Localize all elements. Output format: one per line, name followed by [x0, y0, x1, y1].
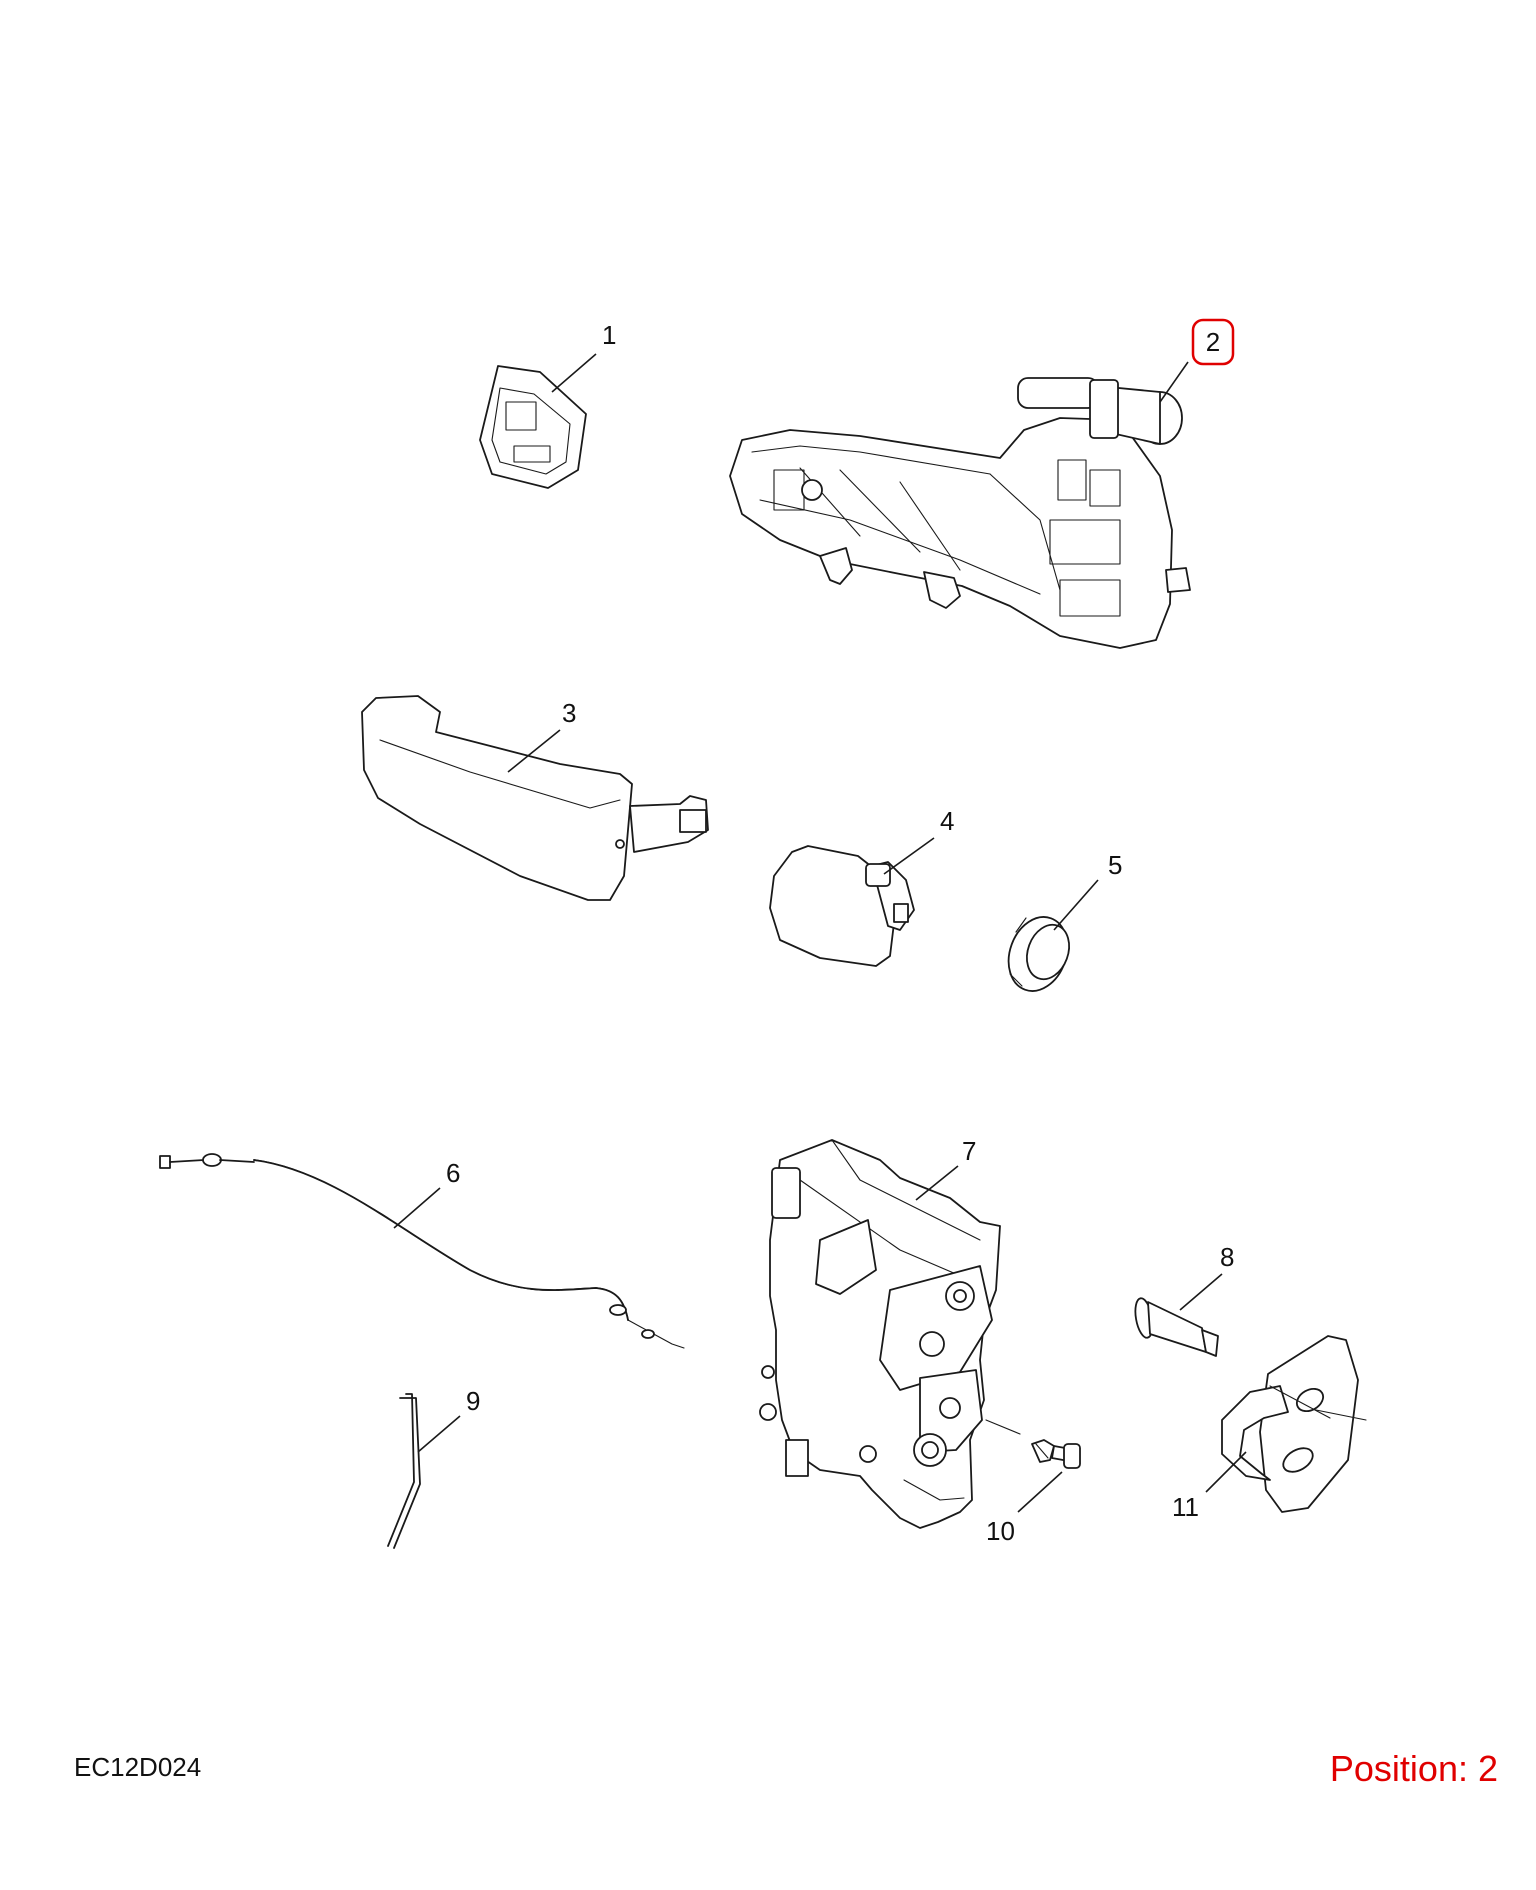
leader-line-7 [915, 1165, 959, 1201]
callout-7[interactable]: 7 [962, 1136, 976, 1166]
position-label: Position: 2 [1329, 1748, 1498, 1789]
callout-9[interactable]: 9 [466, 1386, 480, 1416]
leader-line-2 [1159, 361, 1189, 403]
figure-code: EC12D024 [74, 1752, 202, 1782]
leader-line-3 [507, 729, 561, 773]
part-10-bolt[interactable] [1031, 1439, 1081, 1469]
callout-1[interactable]: 1 [602, 320, 616, 350]
part-7-door-latch[interactable] [759, 1139, 1021, 1529]
part-5-grommet[interactable] [999, 909, 1078, 1000]
callout-6[interactable]: 6 [446, 1158, 460, 1188]
leader-line-10 [1017, 1471, 1063, 1513]
callout-5[interactable]: 5 [1108, 850, 1122, 880]
part-1-bezel[interactable] [479, 365, 587, 489]
part-6-release-cable[interactable] [159, 1153, 685, 1349]
part-11-striker[interactable] [1221, 1335, 1367, 1513]
leader-line-11 [1205, 1451, 1247, 1493]
leader-line-6 [393, 1187, 441, 1229]
part-3-outer-handle[interactable] [361, 695, 709, 901]
part-8-screw[interactable] [1133, 1297, 1219, 1357]
callout-2[interactable]: 2 [1206, 327, 1220, 357]
callout-11[interactable]: 11 [1172, 1492, 1199, 1522]
leader-line-9 [417, 1415, 461, 1453]
callout-8[interactable]: 8 [1220, 1242, 1234, 1272]
part-2-handle-carrier[interactable] [729, 377, 1191, 649]
callout-2-highlight [1191, 318, 1235, 366]
callout-10[interactable]: 10 [986, 1516, 1015, 1546]
leader-line-8 [1179, 1273, 1223, 1311]
part-9-lock-rod[interactable] [387, 1393, 421, 1549]
callout-4[interactable]: 4 [940, 806, 954, 836]
callout-3[interactable]: 3 [562, 698, 576, 728]
leader-line-5 [1053, 879, 1099, 931]
leader-line-1 [551, 353, 597, 393]
leader-line-4 [883, 837, 935, 875]
part-4-cylinder-cap[interactable] [769, 845, 915, 967]
